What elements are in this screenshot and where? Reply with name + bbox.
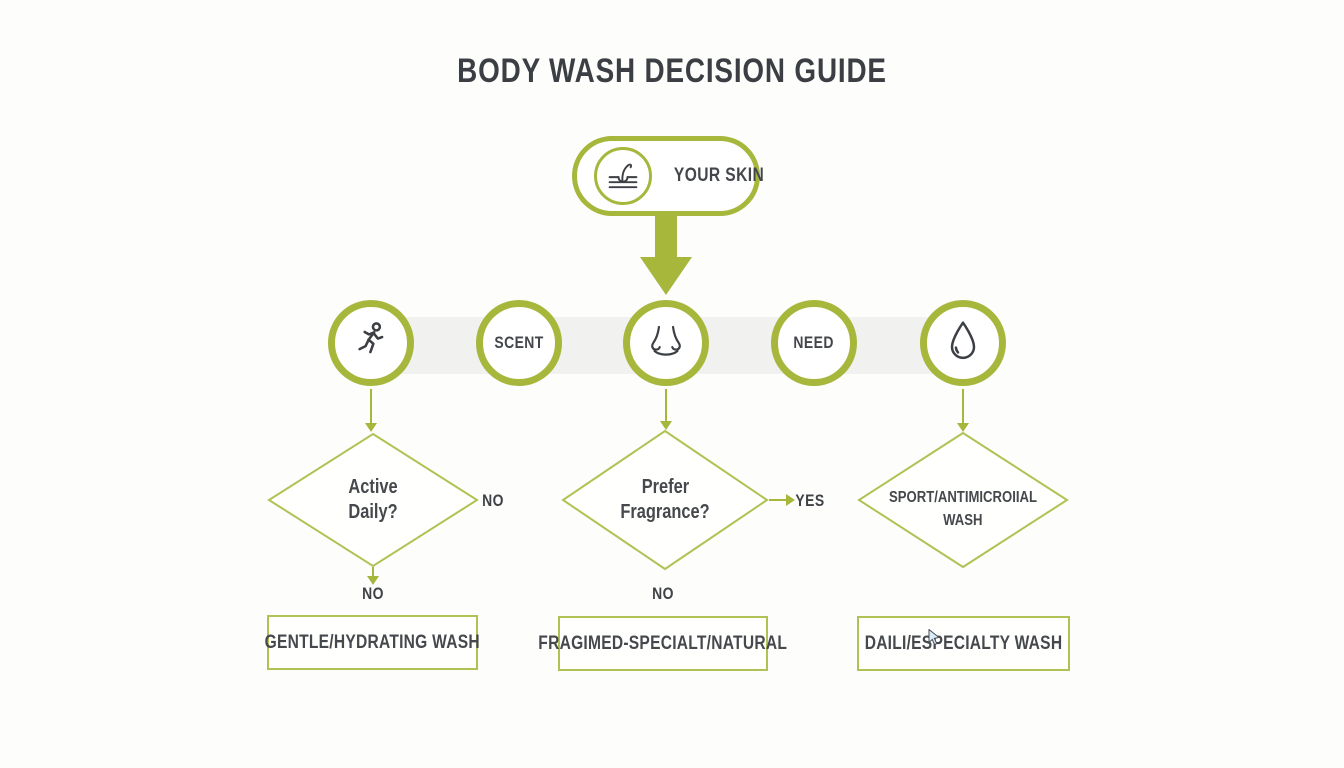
factor-node-scent-label: SCENT — [494, 333, 544, 352]
outcome-label: GENTLE/HYDRATING WASH — [264, 631, 481, 653]
factor-node-moisture — [920, 300, 1006, 386]
connector-activity — [365, 389, 377, 432]
outcome-label: DAILI/ESPECIALTY WASH — [864, 632, 1063, 654]
root-node-label: YOUR SKIN — [673, 165, 765, 186]
outcome-box-daily-specialty: DAILI/ESPECIALTY WASH — [857, 616, 1070, 671]
branch-label-no-bottom-1: NO — [362, 584, 384, 603]
droplet-icon — [945, 319, 981, 368]
nose-icon — [643, 321, 689, 366]
cursor-artifact-icon — [928, 629, 941, 646]
yes-arrow — [769, 494, 795, 506]
runner-icon — [350, 320, 392, 367]
branch-label-no-bottom-2: NO — [652, 584, 674, 603]
decision-text-active-daily: Active Daily? — [348, 476, 398, 523]
main-down-arrow — [640, 212, 692, 295]
outcome-box-fragrance-specialty: FRAGIMED-SPECIALT/NATURAL — [539, 616, 787, 671]
factor-node-activity — [328, 300, 414, 386]
factor-node-need-label: NEED — [793, 333, 835, 352]
branch-label-no-side: NO — [482, 491, 504, 510]
page-title-text: BODY WASH DECISION GUIDE — [457, 52, 887, 90]
factor-node-smell — [623, 300, 709, 386]
skin-follicle-icon — [594, 147, 652, 205]
page-title: BODY WASH DECISION GUIDE — [0, 52, 1344, 91]
outcome-box-gentle-hydrating: GENTLE/HYDRATING WASH — [265, 615, 480, 670]
connector-smell — [660, 389, 672, 430]
factor-node-need: NEED — [771, 300, 857, 386]
decision-text-sport-antimicrobial: SPORT/ANTIMICROIIAL WASH — [889, 488, 1037, 529]
factor-node-scent: SCENT — [476, 300, 562, 386]
branch-label-yes: YES — [795, 491, 825, 510]
outcome-label: FRAGIMED-SPECIALT/NATURAL — [538, 632, 788, 654]
connector-moisture — [957, 389, 969, 432]
decision-text-prefer-fragrance: Prefer Fragrance? — [620, 476, 710, 523]
no-arrow-active-daily — [367, 567, 379, 585]
root-node-your-skin: YOUR SKIN — [572, 136, 764, 216]
